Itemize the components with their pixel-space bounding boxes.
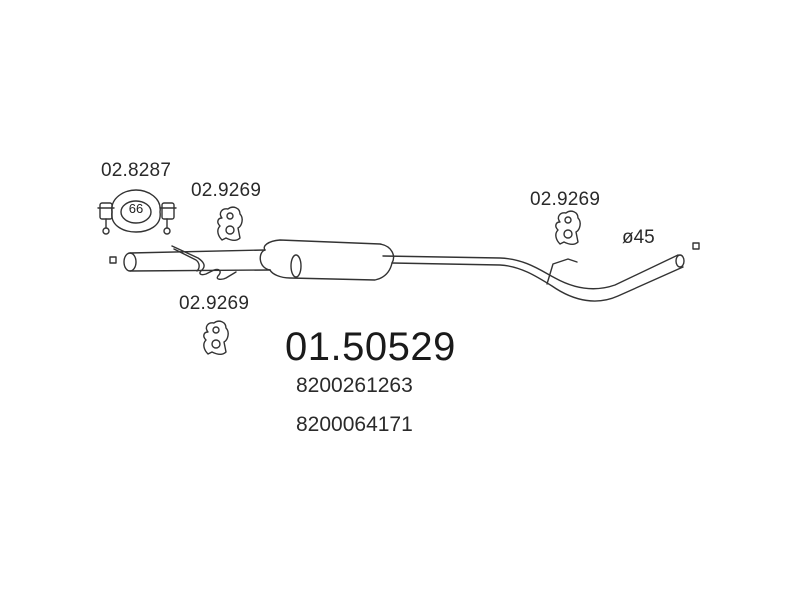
front-bracket-inner [173,248,200,272]
front-bracket [171,245,237,281]
pipe-start-marker [109,256,117,264]
rubber-hanger-drawing [555,210,581,245]
oem-number: 8200064171 [296,413,413,436]
oem-number: 8200261263 [296,374,413,397]
main-part-number: 01.50529 [285,325,456,369]
rear-hanger-rod [546,258,578,285]
hanger-part-number: 02.9269 [191,180,262,201]
clamp-part-number: 02.8287 [101,160,172,181]
clamp-size-label: 66 [128,201,144,216]
pipe-front-flange [123,252,137,272]
muffler-outlet [290,254,302,278]
rubber-hanger-drawing [217,206,243,241]
muffler-front-cap [259,249,271,271]
pipe-diameter-label: ø45 [622,227,655,248]
muffler-body [263,239,395,281]
pipe-end-marker [692,242,700,250]
hanger-part-number: 02.9269 [179,293,250,314]
exhaust-clamp-drawing [97,189,177,235]
pipe-rear-end [675,254,685,268]
rubber-hanger-drawing [203,320,229,355]
exhaust-pipe [129,249,684,302]
hanger-part-number: 02.9269 [530,189,601,210]
